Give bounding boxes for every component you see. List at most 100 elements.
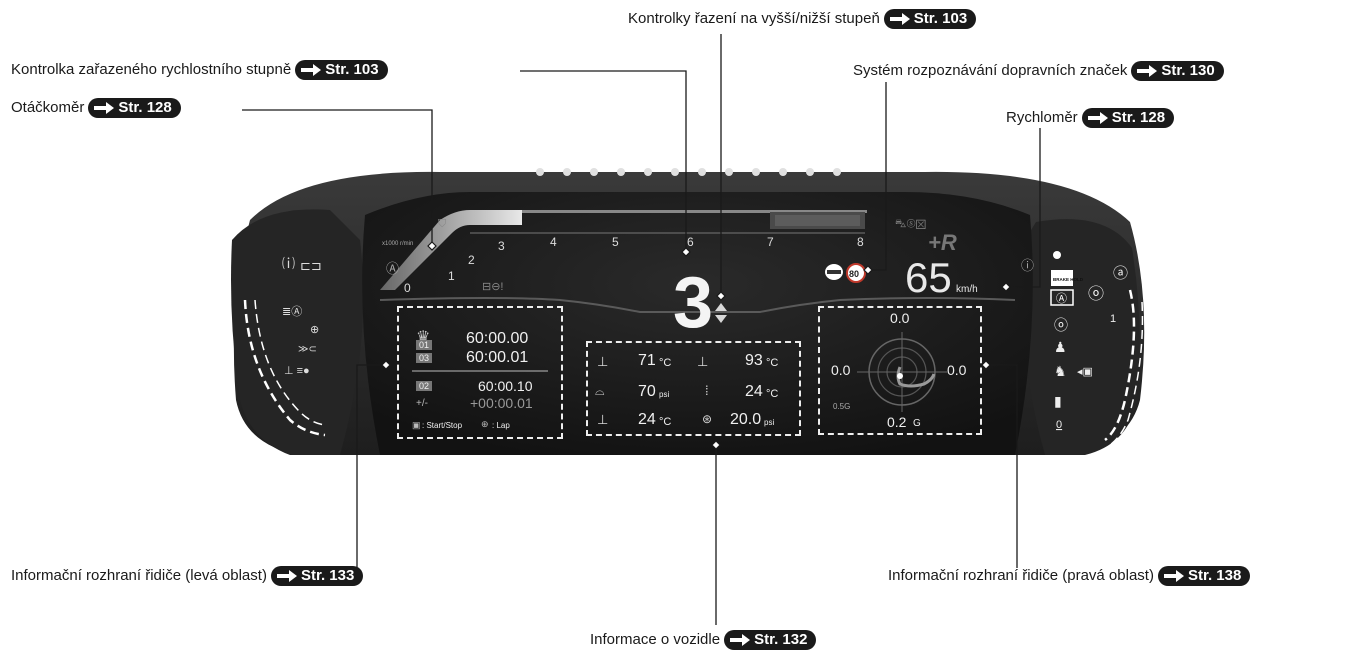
page-ref-link[interactable]: Str. 133 [270,566,364,586]
info-icon: ⓘ [1021,258,1034,273]
oil-temp-unit: °C [766,357,779,369]
svg-text:Ⓐ: Ⓐ [1056,292,1067,305]
callout-label: Otáčkoměr [11,99,85,116]
shift-light-dots [536,168,841,176]
arrow-right-icon [1163,570,1184,582]
callout-tachometer: Otáčkoměr Str. 128 [11,98,181,118]
arrow-right-icon [1087,112,1108,124]
tach-unit: x1000 r/min [382,241,413,247]
turbo-boost-icon: ⊛ [702,412,713,426]
footer-start: : Start/Stop [422,421,463,430]
page-ref-link[interactable]: Str. 130 [1131,61,1224,81]
tach-tick-4: 4 [550,235,557,249]
left-scale-line-2 [254,299,326,426]
speed-unit: km/h [956,284,978,295]
high-beam-auto-icon: ≣Ⓐ [282,305,302,318]
tach-tick-5: 5 [612,235,619,249]
left-scale-line [243,299,326,437]
left-info-panel [397,306,563,439]
footer-lap: : Lap [492,421,510,430]
page-ref-link[interactable]: Str. 103 [883,9,977,29]
side-light-icon: ≫⊂ [298,344,317,355]
screen-divider [379,297,1016,313]
right-info-panel [818,306,982,435]
intake-temp-unit: °C [766,388,779,400]
callout-label: Rychloměr [1006,109,1078,126]
page-ref-link[interactable]: Str. 132 [724,630,817,650]
speed-value: 65 [905,254,952,301]
turbo-boost-unit: psi [764,418,775,427]
turbo-boost-value: 20.0 [730,411,762,428]
callout-speedometer: Rychloměr Str. 128 [1006,108,1175,128]
page-ref-link[interactable]: Str. 128 [1081,108,1175,128]
g-meter [857,332,947,412]
right-scale-line [1104,289,1136,441]
callout-dii-right: Informační rozhraní řidiče (pravá oblast… [888,566,1251,586]
callout-gear-indicator: Kontrolka zařazeného rychlostního stupně… [11,60,388,80]
callout-vehicle-info: Informace o vozidle Str. 132 [590,630,817,650]
center-info-panel [586,341,801,436]
shift-down-arrow [715,303,727,323]
transmission-temp-icon: ⊥ [597,412,609,427]
coolant-temp-unit: °C [659,357,672,369]
tach-tick-2: 2 [468,253,475,267]
coolant-temp-icon: ⊥ [597,354,609,369]
transmission-temp-unit: °C [659,416,672,428]
steering-button-icon: ▣ [412,420,421,430]
callout-label: Informační rozhraní řidiče (pravá oblast… [888,567,1154,584]
right-scale-top: 1 [1110,313,1116,325]
brake-hold-icon [1051,270,1073,286]
abs-icon: ⓐ [1113,265,1128,282]
callout-dii-left: Informační rozhraní řidiče (levá oblast)… [11,566,364,586]
callout-shift-indicators: Kontrolky řazení na vyšší/nižší stupeň S… [628,9,977,29]
lap2-badge: 02 [416,381,433,391]
lap3-badge: 03 [416,353,433,363]
lap1-time: 60:00.00 [466,330,529,347]
tach-tick-8: 8 [857,235,864,249]
intake-temp-icon: ⁞ [705,383,709,398]
callout-label: Kontrolka zařazeného rychlostního stupně [11,61,292,78]
callout-label: Informační rozhraní řidiče (levá oblast) [11,567,267,584]
fog-light-icon: ⊕ [310,324,319,336]
arrow-right-icon [301,64,322,76]
airbag-icon: ♟ [1054,339,1067,355]
coolant-temp-value: 71 [638,352,656,369]
fuel-icon: ▮ [1054,393,1062,409]
tach-tick-3: 3 [498,239,505,253]
acc-icon: Ⓐ [386,261,399,276]
oil-temp-value: 93 [745,352,763,369]
traffic-sign-display: 80 [825,263,866,283]
lap2-time: 60:00.10 [478,378,533,394]
oil-pressure-icon: ⌓ [595,384,605,398]
arrow-right-icon [889,13,910,25]
g-unit: G [913,418,921,429]
seatbelt-icon: ♞ [1054,363,1067,379]
arrow-right-icon [94,102,115,114]
intake-temp-value: 24 [745,383,763,400]
power-steering-icon: ⓞ [1054,317,1068,333]
transmission-temp-value: 24 [638,411,656,428]
door-open-icon: ◂▣ [1077,366,1093,378]
g-value: 0.2 [887,414,907,430]
page-ref-link[interactable]: Str. 103 [295,60,388,80]
tach-tick-7: 7 [767,235,774,249]
brand-logo: +R [928,230,957,255]
diff-label: +/- [416,398,428,409]
page-ref-link[interactable]: Str. 128 [88,98,181,118]
tpms-icon: ⒤ [282,256,295,271]
tach-tick-0: 0 [404,281,411,295]
g-left-value: 0.0 [831,362,851,378]
tach-tick-1: 1 [448,269,455,283]
indicator-dot [1053,251,1061,259]
g-scale-label: 0.5G [833,402,851,411]
main-screen [362,192,1033,455]
check-engine-icon: ⊏⊐ [300,258,322,273]
steering-dial-icon: ⊕ [481,419,489,429]
auto-hold-icon [1050,289,1074,306]
brake-warning-icon: ⓞ [1088,285,1104,303]
page-ref-link[interactable]: Str. 138 [1157,566,1251,586]
arrow-right-icon [730,634,751,646]
arrow-right-icon [1137,65,1158,77]
